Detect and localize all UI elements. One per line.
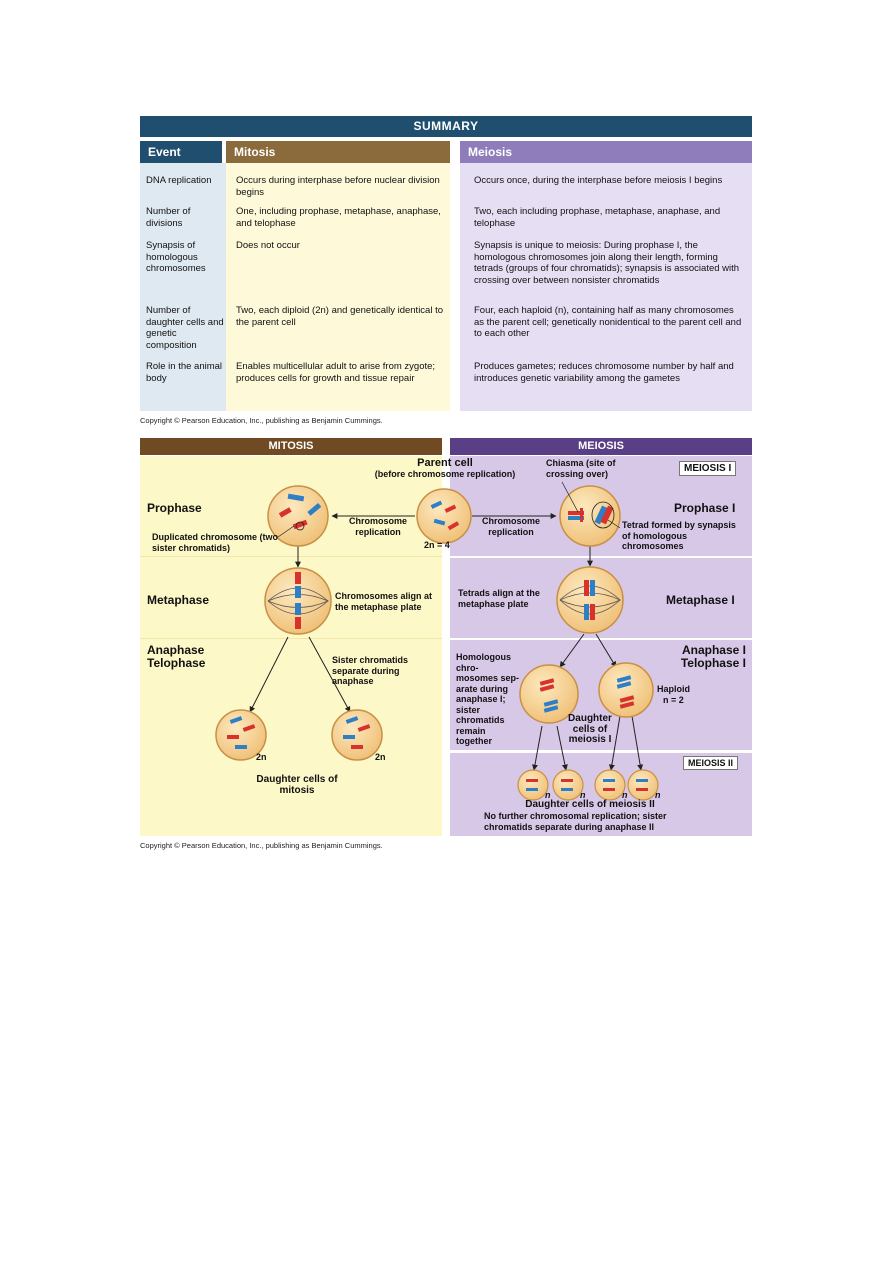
event-column [140,163,226,411]
mitosis-band: MITOSIS [140,438,442,455]
arrow-meiosis-ii-2 [556,725,568,771]
summary-copyright: Copyright © Pearson Education, Inc., pub… [140,416,383,425]
homologous-separate-label: Homologous chro-mosomes sep-arate during… [456,652,520,746]
row-2-event: Number of divisions [146,206,191,229]
meiosis-separator-2 [450,638,752,640]
no-further-replication-label: No further chromosomal replication; sist… [484,811,667,832]
row-3-event: Synapsis of homologous chromosomes [146,240,206,274]
n-label-1: n [545,790,551,800]
metaphase-i-label: Metaphase I [666,593,735,607]
arrow-meiosis-ii-4 [631,715,644,771]
meiosis-ii-tag: MEIOSIS II [683,756,739,770]
prophase-i-label: Prophase I [674,501,736,515]
meiosis-prophase-i-cell [559,485,621,547]
chiasma-label: Chiasma (site of crossing over) [546,458,616,479]
meiosis-ii-daughter-cell-1 [517,769,549,801]
two-n-equals-4: 2n = 4 [424,540,450,550]
meiosis-ii-daughter-cell-3 [594,769,626,801]
mitosis-daughter-cell-left [215,709,267,761]
mitosis-separator-2 [140,638,442,639]
row-2-mitosis: One, including prophase, metaphase, anap… [236,206,441,229]
row-4-meiosis: Four, each haploid (n), containing half … [474,305,742,339]
n-label-3: n [622,790,628,800]
arrow-mitosis-daughter-left [249,636,289,713]
meiosis-band: MEIOSIS [450,438,752,455]
mitosis-prophase-cell [267,485,329,547]
n-label-2: n [580,790,586,800]
mitosis-metaphase-cell [264,567,332,635]
parent-cell-note: (before chromosome replication) [374,468,516,479]
n-equals-2-label: n = 2 [663,695,684,705]
meiosis-metaphase-i-cell [556,566,624,634]
two-n-right-label: 2n [375,752,386,762]
summary-title: SUMMARY [140,116,752,137]
sister-chromatids-label: Sister chromatids separate during anapha… [332,655,409,686]
arrow-meiosis-ii-3 [608,715,621,771]
parent-cell [416,488,472,544]
n-label-4: n [655,790,661,800]
anaphase-telophase-label: Anaphase Telophase [147,643,206,670]
arrow-meiosis-daughter-right [595,633,617,668]
row-1-event: DNA replication [146,175,212,186]
meiosis-column [460,163,752,411]
row-3-mitosis: Does not occur [236,240,300,251]
haploid-label: Haploid [657,684,690,694]
duplicated-chromosome-label: Duplicated chromosome (two sister chroma… [152,532,279,553]
meiosis-i-daughter-cell-right [598,662,654,718]
meiosis-i-tag: MEIOSIS I [679,461,737,476]
chromosome-replication-left: Chromosome replication [348,516,407,537]
mitosis-separator-1 [140,556,442,557]
mitosis-column [226,163,450,411]
row-4-event: Number of daughter cells and genetic com… [146,305,224,351]
arrow-mitosis-daughter-right [308,636,351,713]
parent-cell-label: Parent cell [417,457,473,469]
tetrads-align-label: Tetrads align at the metaphase plate [458,588,540,609]
row-1-meiosis: Occurs once, during the interphase befor… [474,175,723,186]
chromosomes-align-label: Chromosomes align at the metaphase plate [335,591,433,612]
header-meiosis: Meiosis [460,141,752,163]
metaphase-label: Metaphase [147,593,210,607]
arrow-meiosis-ii-1 [532,725,543,771]
prophase-label: Prophase [147,501,202,515]
chiasma-leader [561,481,579,513]
row-4-mitosis: Two, each diploid (2n) and genetically i… [236,305,444,328]
meiosis-ii-daughter-cell-4 [627,769,659,801]
tetrad-leader [607,519,621,529]
two-n-left-label: 2n [256,752,267,762]
daughter-meiosis-i-label: Daughter cells of meiosis I [568,713,612,745]
row-5-mitosis: Enables multicellular adult to arise fro… [236,361,436,384]
mitosis-daughter-cell-right [331,709,383,761]
anaphase-telophase-i-label: Anaphase I Telophase I [680,643,746,670]
diagram-copyright: Copyright © Pearson Education, Inc., pub… [140,841,383,850]
arrow-meiosis-daughter-left [559,633,585,668]
meiosis-ii-daughter-cell-2 [552,769,584,801]
daughter-mitosis-label: Daughter cells of mitosis [256,774,338,796]
row-5-event: Role in the animal body [146,361,223,384]
meiosis-separator-3 [450,750,752,753]
meiosis-separator-1 [450,556,752,558]
daughter-meiosis-ii-label: Daughter cells of meiosis II [525,799,655,810]
chromosome-replication-right: Chromosome replication [481,516,540,537]
meiosis-i-daughter-cell-left [519,664,579,724]
header-event: Event [140,141,222,163]
tetrad-formed-label: Tetrad formed by synapsis of homologous … [622,520,736,551]
row-3-meiosis: Synapsis is unique to meiosis: During pr… [474,240,740,286]
row-5-meiosis: Produces gametes; reduces chromosome num… [474,361,734,384]
duplicated-chromosome-leader [277,525,295,538]
row-2-meiosis: Two, each including prophase, metaphase,… [474,206,721,229]
row-1-mitosis: Occurs during interphase before nuclear … [236,175,440,198]
header-mitosis: Mitosis [226,141,450,163]
